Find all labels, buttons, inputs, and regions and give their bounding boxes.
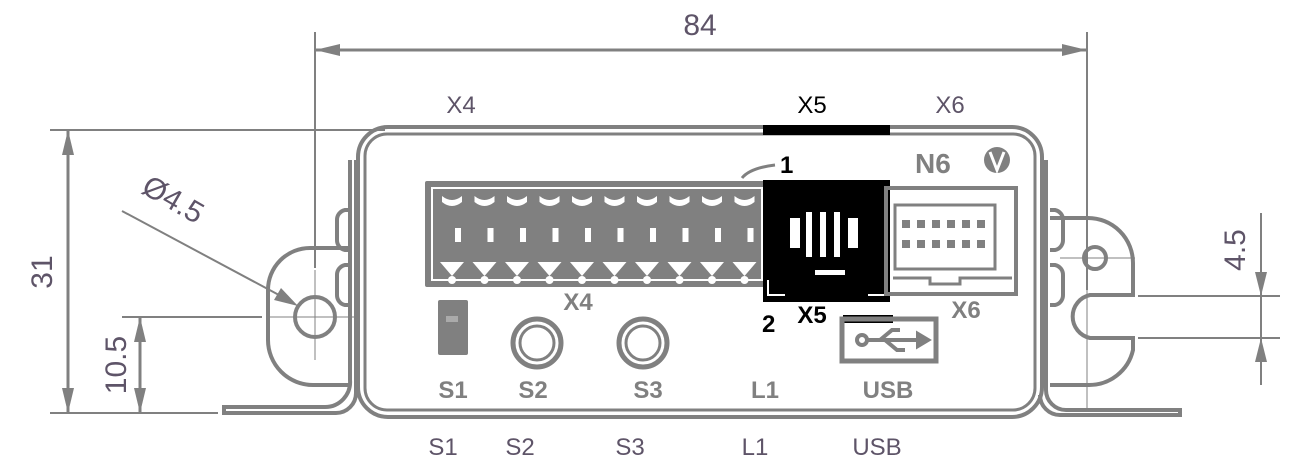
s3-button [616,316,670,370]
x6-pin [962,240,970,248]
hole-diameter-callout: Ø4.5 [121,169,298,306]
x4-terminal-block [425,181,767,287]
usb-icon [855,328,932,352]
label-s3: S3 [615,434,644,461]
x6-pin [932,220,940,228]
height-dimension-label: 31 [26,255,59,288]
x4-terminal-pin [700,196,724,284]
x4-terminal-pin [667,196,692,284]
x6-connector [884,186,1018,296]
pin-2-marker: 2 [762,311,775,338]
x6-pin [917,240,925,248]
x6-pin [932,240,940,248]
s3-marking: S3 [633,377,662,404]
x5-marking: X5 [797,302,826,329]
x6-pin [962,220,970,228]
x6-pin [977,240,985,248]
usb-port [839,315,939,364]
x6-pin [902,240,910,248]
x4-terminal-pin [505,196,529,284]
s1-switch [438,300,468,355]
left-mounting-bracket [222,160,360,415]
x6-marking: X6 [951,297,980,324]
s1-marking: S1 [438,377,467,404]
label-usb: USB [852,434,901,461]
x5-connector [763,180,890,302]
device-housing [356,125,1044,419]
x6-pin [977,220,985,228]
slot-dimension: 4.5 [1138,213,1280,385]
label-s1: S1 [428,434,457,461]
x4-terminal-pin [635,196,659,284]
x6-pin [902,220,910,228]
x4-terminal-pin [472,196,497,284]
usb-marking: USB [863,377,914,404]
hole-diameter-label: Ø4.5 [137,169,210,230]
hole-height-dimension: 10.5 [100,316,262,413]
width-dimension-label: 84 [683,9,716,42]
x4-terminal-pin [732,196,757,284]
pin-1-marker: 1 [780,152,793,179]
slot-dimension-label: 4.5 [1219,229,1252,271]
x4-terminal-pin [537,196,562,284]
label-l1: L1 [742,434,769,461]
label-x4: X4 [446,92,475,119]
hole-height-dimension-label: 10.5 [100,336,133,394]
x6-pin [947,240,955,248]
l1-marking: L1 [751,377,779,404]
s2-marking: S2 [518,377,547,404]
width-dimension: 84 [314,9,1088,290]
x6-pin [917,220,925,228]
model-marking: N6 [915,148,951,179]
label-x6: X6 [935,92,964,119]
brand-logo-icon [984,147,1010,175]
s2-button [510,316,564,370]
label-s2: S2 [505,434,534,461]
x4-terminal-pin [570,196,594,284]
x4-marking: X4 [563,289,593,316]
right-mounting-bracket [1038,160,1182,417]
x6-pin [947,220,955,228]
label-x5: X5 [797,92,826,119]
x4-terminal-pin [440,196,464,284]
height-dimension: 31 [26,129,385,414]
x4-terminal-pin [602,196,627,284]
